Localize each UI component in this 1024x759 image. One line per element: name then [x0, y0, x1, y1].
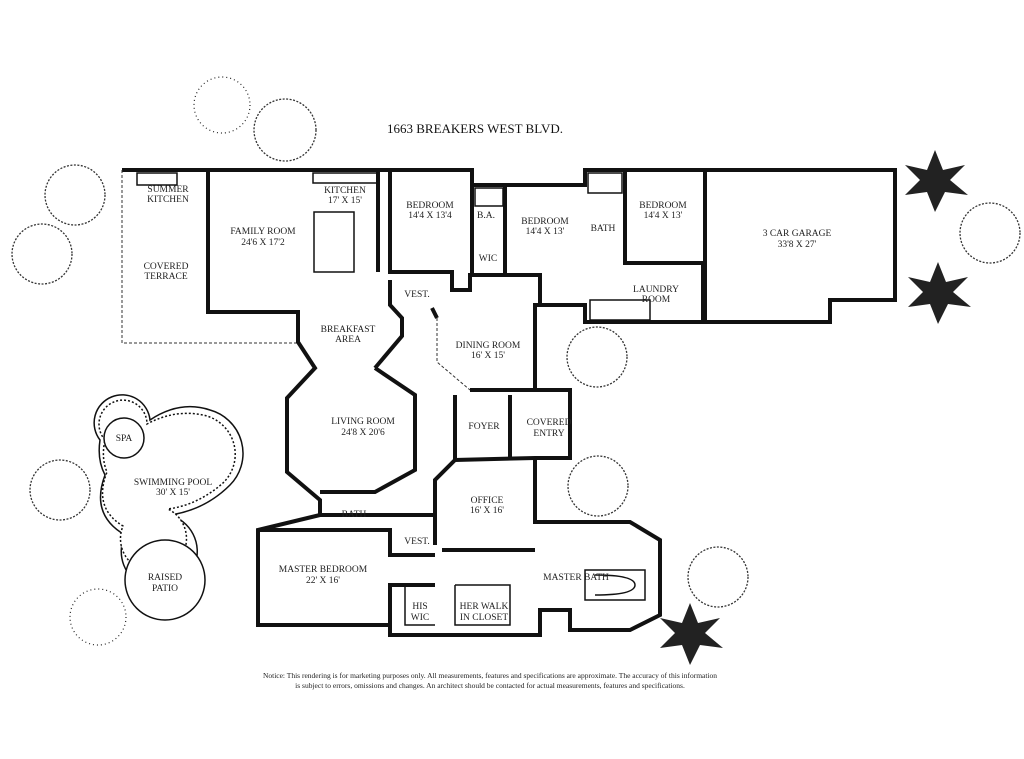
bedroom-1-dimensions: 14'4 X 13'4 — [408, 211, 452, 221]
dining-room-label: DINING ROOM — [456, 341, 521, 351]
swimming-pool — [93, 394, 244, 621]
tree-icon — [687, 546, 749, 608]
breakfast-area-label-2: AREA — [335, 335, 361, 345]
tree-icon — [11, 223, 73, 285]
notice-line-1: Notice: This rendering is for marketing … — [262, 671, 718, 680]
bath-2-label: BATH — [342, 510, 367, 520]
vestibule-2-label: VEST. — [404, 537, 429, 547]
covered-entry-label: COVERED — [527, 418, 572, 428]
palm-icon — [660, 150, 971, 665]
tree-icon — [44, 164, 106, 226]
bedroom-2-dimensions: 14'4 X 13' — [526, 227, 565, 237]
bath-1-label: BATH — [591, 224, 616, 234]
master-bath-label: MASTER BATH — [543, 573, 609, 583]
wic-label: WIC — [479, 254, 497, 264]
raised-patio-label: RAISED — [148, 573, 182, 583]
disclaimer-notice: Notice: This rendering is for marketing … — [200, 671, 780, 691]
covered-entry-label-2: ENTRY — [533, 429, 564, 439]
tree-icon — [566, 326, 628, 388]
her-closet-label-2: IN CLOSET — [460, 613, 508, 623]
tree-icon — [29, 459, 91, 521]
spa-label: SPA — [116, 434, 133, 444]
her-closet-label: HER WALK — [460, 602, 509, 612]
tree-icon — [567, 455, 629, 517]
raised-patio-label-2: PATIO — [152, 584, 178, 594]
garage-dimensions: 33'8 X 27' — [778, 240, 817, 250]
fan-palm-icon — [69, 76, 251, 646]
his-wic-label-2: WIC — [411, 613, 429, 623]
foyer-label: FOYER — [468, 422, 500, 432]
kitchen-label: KITCHEN — [324, 186, 366, 196]
tree-icon — [959, 202, 1021, 264]
living-room-dimensions: 24'8 X 20'6 — [341, 428, 385, 438]
vestibule-1-label: VEST. — [404, 290, 429, 300]
office-label: OFFICE — [471, 496, 504, 506]
room-labels: SUMMER KITCHEN COVERED TERRACE FAMILY RO… — [116, 185, 832, 623]
family-room-label: FAMILY ROOM — [230, 227, 296, 237]
bedroom-2-label: BEDROOM — [521, 217, 569, 227]
living-room-label: LIVING ROOM — [331, 417, 395, 427]
bedroom-3-label: BEDROOM — [639, 201, 687, 211]
office-dimensions: 16' X 16' — [470, 506, 504, 516]
ba-label: B.A. — [477, 211, 495, 221]
summer-kitchen-label-2: KITCHEN — [147, 195, 189, 205]
laundry-label: LAUNDRY — [633, 285, 679, 295]
summer-kitchen-label: SUMMER — [147, 185, 189, 195]
pool-label: SWIMMING POOL — [134, 478, 213, 488]
kitchen-dimensions: 17' X 15' — [328, 196, 362, 206]
bedroom-3-dimensions: 14'4 X 13' — [644, 211, 683, 221]
master-bedroom-dimensions: 22' X 16' — [306, 576, 340, 586]
covered-terrace-label-2: TERRACE — [144, 272, 187, 282]
garage-label: 3 CAR GARAGE — [763, 229, 832, 239]
pool-dimensions: 30' X 15' — [156, 488, 190, 498]
laundry-label-2: ROOM — [642, 295, 671, 305]
walls — [121, 168, 897, 637]
family-room-dimensions: 24'6 X 17'2 — [241, 238, 285, 248]
notice-line-2: is subject to errors, omissions and chan… — [295, 681, 685, 690]
his-wic-label: HIS — [412, 602, 427, 612]
breakfast-area-label: BREAKFAST — [321, 325, 376, 335]
property-title: 1663 BREAKERS WEST BLVD. — [387, 121, 563, 136]
bedroom-1-label: BEDROOM — [406, 201, 454, 211]
landscaping — [11, 76, 1021, 665]
master-bedroom-label: MASTER BEDROOM — [279, 565, 368, 575]
covered-terrace-label: COVERED — [144, 262, 189, 272]
tree-icon — [253, 98, 317, 162]
dining-room-dimensions: 16' X 15' — [471, 351, 505, 361]
